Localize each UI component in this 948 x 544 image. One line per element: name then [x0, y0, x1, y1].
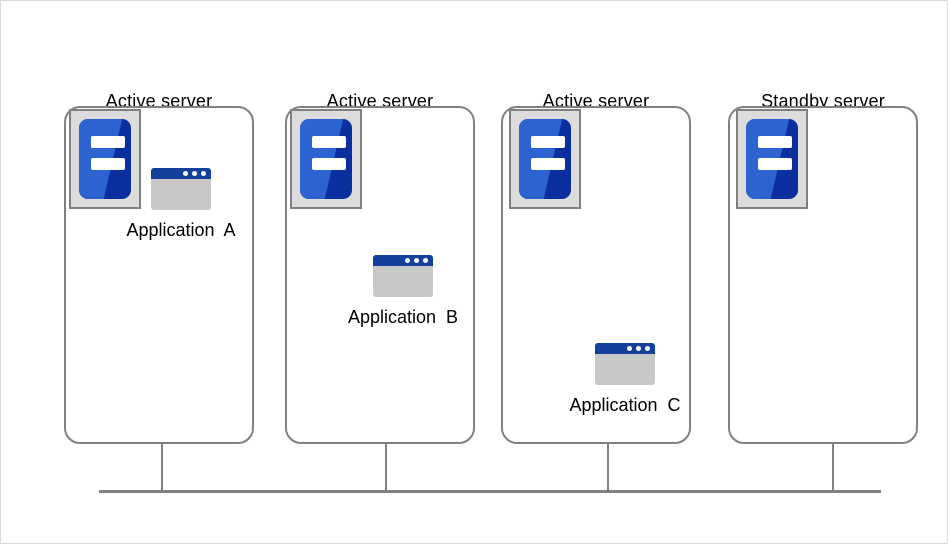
server-connector-line [832, 444, 834, 491]
server-icon-bar-1 [758, 136, 792, 148]
application-label-a: Application A [126, 220, 236, 240]
server-icon [290, 109, 362, 209]
window-dot-icon [405, 258, 410, 263]
application-titlebar [151, 168, 211, 179]
window-dot-icon [183, 171, 188, 176]
application-titlebar [373, 255, 433, 266]
server-icon-bar-2 [531, 158, 565, 170]
server-icon [69, 109, 141, 209]
window-dot-icon [636, 346, 641, 351]
server-icon-bar-1 [312, 136, 346, 148]
window-dot-icon [414, 258, 419, 263]
application-window-icon[interactable] [151, 168, 211, 210]
window-dot-icon [192, 171, 197, 176]
server-icon-chassis [79, 119, 131, 199]
application-titlebar [595, 343, 655, 354]
server-icon-chassis [300, 119, 352, 199]
server-icon-bar-2 [91, 158, 125, 170]
server-icon-chassis [746, 119, 798, 199]
server-connector-line [607, 444, 609, 491]
server-icon [736, 109, 808, 209]
server-icon-bar-1 [531, 136, 565, 148]
server-connector-line [385, 444, 387, 491]
application-label-c: Application C [569, 395, 681, 415]
window-dot-icon [627, 346, 632, 351]
server-icon [509, 109, 581, 209]
server-icon-chassis [519, 119, 571, 199]
application-window-icon[interactable] [595, 343, 655, 385]
server-icon-bar-2 [312, 158, 346, 170]
network-bus-line [99, 490, 881, 493]
server-icon-bar-2 [758, 158, 792, 170]
window-dot-icon [645, 346, 650, 351]
server-icon-bar-1 [91, 136, 125, 148]
window-dot-icon [201, 171, 206, 176]
server-connector-line [161, 444, 163, 491]
window-dot-icon [423, 258, 428, 263]
application-label-b: Application B [347, 307, 459, 327]
application-window-icon[interactable] [373, 255, 433, 297]
